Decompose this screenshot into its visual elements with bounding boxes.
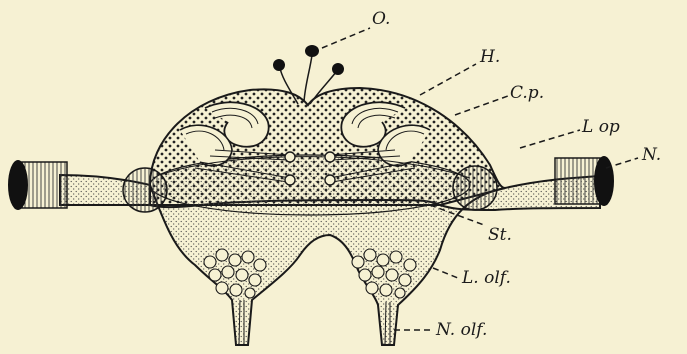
nerve-left (22, 162, 67, 208)
label-nerve: N. (641, 145, 661, 165)
optic-lobe-left (123, 168, 167, 212)
nerve-cap-right (594, 156, 614, 206)
label-corpora-pedunculata: C.p. (510, 83, 544, 103)
olfactory-nerves (239, 300, 390, 345)
label-olfactory-nerve: N. olf. (435, 320, 487, 340)
stalk-region (150, 155, 470, 215)
label-olfactory-lobe: L. olf. (461, 268, 511, 288)
ocellus-left (273, 59, 285, 71)
label-stalk: St. (488, 225, 512, 245)
label-optic-lobe: L op (581, 117, 620, 137)
nerve-right (555, 158, 600, 204)
ocellus-right (332, 63, 344, 75)
ocellus-center (305, 45, 319, 57)
label-heart: H. (479, 47, 500, 67)
nerve-cap-left (8, 160, 28, 210)
label-ocelli: O. (372, 9, 390, 29)
optic-lobe-right (453, 166, 497, 210)
